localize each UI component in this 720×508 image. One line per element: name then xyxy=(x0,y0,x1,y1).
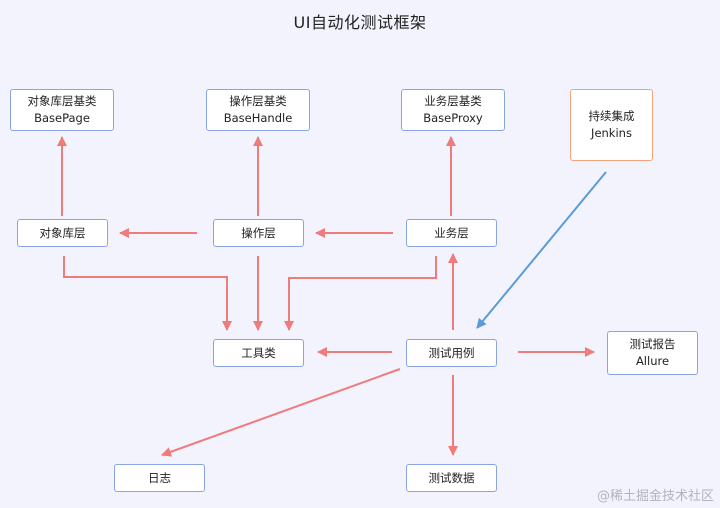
tools-label: 工具类 xyxy=(241,345,276,360)
test-data-label: 测试数据 xyxy=(428,470,475,485)
operation-base-node: 操作层基类 BaseHandle xyxy=(206,89,310,131)
object-base-label: 对象库层基类 xyxy=(27,94,97,108)
arrow-business-layer-to-tools xyxy=(284,256,437,331)
operation-base-label: 操作层基类 xyxy=(229,94,287,108)
arrow-test-cases-to-logs xyxy=(161,368,401,457)
jenkins-label: 持续集成 xyxy=(588,109,635,123)
business-layer-label: 业务层 xyxy=(434,225,469,240)
jenkins-name: Jenkins xyxy=(591,126,632,140)
operation-layer-node: 操作层 xyxy=(213,219,304,247)
jenkins-node: 持续集成 Jenkins xyxy=(570,89,653,161)
business-base-node: 业务层基类 BaseProxy xyxy=(401,89,505,131)
operation-layer-label: 操作层 xyxy=(241,225,276,240)
watermark: @稀土掘金技术社区 xyxy=(596,489,714,504)
arrow-object-layer-to-tools xyxy=(63,256,232,331)
operation-base-class: BaseHandle xyxy=(223,111,293,125)
diagram-title: UI自动化测试框架 xyxy=(293,13,427,32)
test-data-node: 测试数据 xyxy=(406,464,497,492)
report-tool: Allure xyxy=(635,354,670,368)
report-label: 测试报告 xyxy=(629,337,676,351)
object-layer-node: 对象库层 xyxy=(17,219,108,247)
test-cases-label: 测试用例 xyxy=(428,345,475,360)
logs-node: 日志 xyxy=(114,464,205,492)
tools-node: 工具类 xyxy=(213,339,304,367)
object-base-class: BasePage xyxy=(34,111,90,125)
object-base-node: 对象库层基类 BasePage xyxy=(10,89,114,131)
test-cases-node: 测试用例 xyxy=(406,339,497,367)
object-layer-label: 对象库层 xyxy=(39,225,86,240)
business-base-label: 业务层基类 xyxy=(424,94,482,108)
business-base-class: BaseProxy xyxy=(423,111,483,125)
arrow-jenkins-to-test-cases xyxy=(476,171,607,329)
business-layer-node: 业务层 xyxy=(406,219,497,247)
logs-label: 日志 xyxy=(148,470,171,485)
report-node: 测试报告 Allure xyxy=(607,331,698,375)
